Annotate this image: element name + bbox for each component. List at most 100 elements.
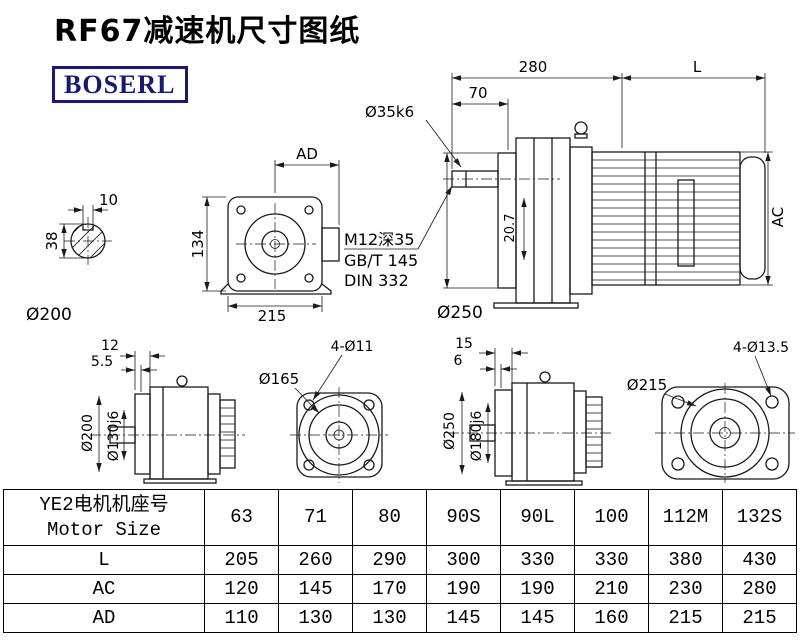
rear-ring-2 — [219, 399, 236, 469]
size-col-71: 71 — [278, 489, 353, 546]
eyebolt — [539, 371, 551, 383]
dim-label-shaft-dia: Ø35k6 — [365, 103, 414, 121]
table-cell: 330 — [500, 545, 575, 575]
table-cell: 290 — [352, 545, 427, 575]
dim-label-dia250: Ø250 — [437, 303, 483, 323]
table-cell: 230 — [648, 574, 723, 604]
dim-label-15: 15 — [455, 336, 473, 352]
table-cell: 215 — [648, 603, 723, 633]
leader-dia165 — [294, 387, 320, 414]
housing — [511, 382, 575, 482]
dim-label-dia215: Ø215 — [627, 376, 667, 394]
table-row-L: L 205 260 290 300 330 330 380 430 — [3, 545, 797, 575]
bolt-holes — [671, 395, 779, 471]
brand-logo-text: BOSERL — [64, 70, 176, 99]
motor-adapter — [569, 146, 593, 295]
dim-70 — [452, 99, 509, 150]
view-flange-b2: 4-Ø11 Ø165 — [259, 339, 388, 483]
dim-label-10: 10 — [99, 191, 118, 209]
table-cell: 170 — [352, 574, 427, 604]
motor-size-header-en: Motor Size — [46, 518, 162, 541]
view-side-b3: Ø250 Ø180j6 15 6 — [442, 336, 612, 486]
table-cell: 380 — [648, 545, 723, 575]
table-header-row: YE2电机机座号 Motor Size 63 71 80 90S 90L 100… — [3, 489, 797, 546]
table-cell: 260 — [278, 545, 353, 575]
dim-134 — [202, 196, 226, 292]
table-row-AC: AC 120 145 170 190 190 210 230 280 — [3, 574, 797, 604]
dim-label-134: 134 — [189, 230, 207, 259]
dim-label-tap: M12深35 — [344, 230, 415, 249]
feet — [505, 480, 583, 486]
dimension-table: YE2电机机座号 Motor Size 63 71 80 90S 90L 100… — [3, 489, 797, 633]
dim-label-6: 6 — [454, 353, 463, 369]
motor-size-header-cn: YE2电机机座号 — [39, 493, 169, 516]
table-cell: 280 — [722, 574, 797, 604]
dim-label-ac: AC — [769, 207, 787, 227]
dim-15 — [479, 348, 528, 386]
dimension-drawing: 10 38 Ø200 — [26, 58, 795, 486]
table-cell: 190 — [426, 574, 501, 604]
view-flange-b4: 4-Ø13.5 Ø215 — [627, 340, 795, 483]
view-side-gearmotor: 280 L 70 Ø35k6 M12深35 GB/T 145 DIN 332 — [344, 58, 787, 323]
dim-12 — [120, 351, 165, 390]
gearbox-feet — [493, 302, 579, 309]
size-col-100: 100 — [574, 489, 649, 546]
dim-label-70: 70 — [468, 84, 487, 102]
dim-shaft-height — [59, 223, 85, 259]
table-cell: 215 — [722, 603, 797, 633]
rear-ring-1 — [573, 390, 587, 474]
dim-label-4d135: 4-Ø13.5 — [733, 340, 789, 356]
dim-label-ad: AD — [296, 145, 318, 163]
brand-logo-box: BOSERL — [52, 66, 188, 103]
dim-215 — [227, 296, 323, 312]
side-boss — [321, 227, 340, 262]
dim-5-5 — [121, 365, 157, 392]
dim-label-din: DIN 332 — [344, 271, 409, 290]
feet — [143, 478, 217, 484]
dim-L — [622, 73, 766, 153]
table-cell: 430 — [722, 545, 797, 575]
view-side-b1: Ø200 Ø130j6 12 5.5 — [80, 338, 245, 484]
table-cell: 130 — [278, 603, 353, 633]
rear-ring-2 — [585, 396, 603, 468]
table-cell: 300 — [426, 545, 501, 575]
leader-bolt-holes — [754, 355, 772, 397]
motor-fins — [592, 159, 740, 281]
motor-body — [591, 151, 741, 286]
dim-label-12: 12 — [101, 338, 119, 354]
dim-label-dia165: Ø165 — [259, 370, 299, 388]
table-cell: 160 — [574, 603, 649, 633]
motor-nameplate — [677, 179, 695, 267]
corner-screws — [236, 205, 314, 283]
dim-keyway-width — [68, 205, 108, 227]
table-cell: 145 — [278, 574, 353, 604]
dim-label-215: 215 — [258, 307, 287, 325]
size-col-112m: 112M — [648, 489, 723, 546]
housing — [149, 386, 209, 480]
keyway-notch — [82, 226, 94, 231]
size-col-90s: 90S — [426, 489, 501, 546]
leader-bolt-holes — [312, 354, 343, 401]
table-cell: 190 — [500, 574, 575, 604]
eyebolt — [176, 375, 188, 387]
size-col-80: 80 — [352, 489, 427, 546]
view-front: AD 134 215 — [189, 145, 340, 325]
table-cell: 130 — [352, 603, 427, 633]
leader-dia215 — [664, 393, 697, 407]
fan-cover — [739, 156, 766, 280]
table-cell: 145 — [426, 603, 501, 633]
dim-ad — [274, 160, 340, 225]
size-col-132s: 132S — [722, 489, 797, 546]
dim-dia250 — [443, 152, 497, 289]
rear-fins — [586, 404, 602, 462]
dim-label-L: L — [693, 58, 702, 76]
flange — [134, 393, 151, 475]
dim-label-dia200-a: Ø200 — [26, 305, 72, 325]
table-cell: 120 — [204, 574, 279, 604]
dim-label-38: 38 — [43, 231, 61, 250]
dim-label-dia180: Ø180j6 — [469, 411, 485, 462]
motor-size-header: YE2电机机座号 Motor Size — [3, 489, 205, 546]
dim-label-5-5: 5.5 — [91, 354, 113, 370]
size-col-63: 63 — [204, 489, 279, 546]
